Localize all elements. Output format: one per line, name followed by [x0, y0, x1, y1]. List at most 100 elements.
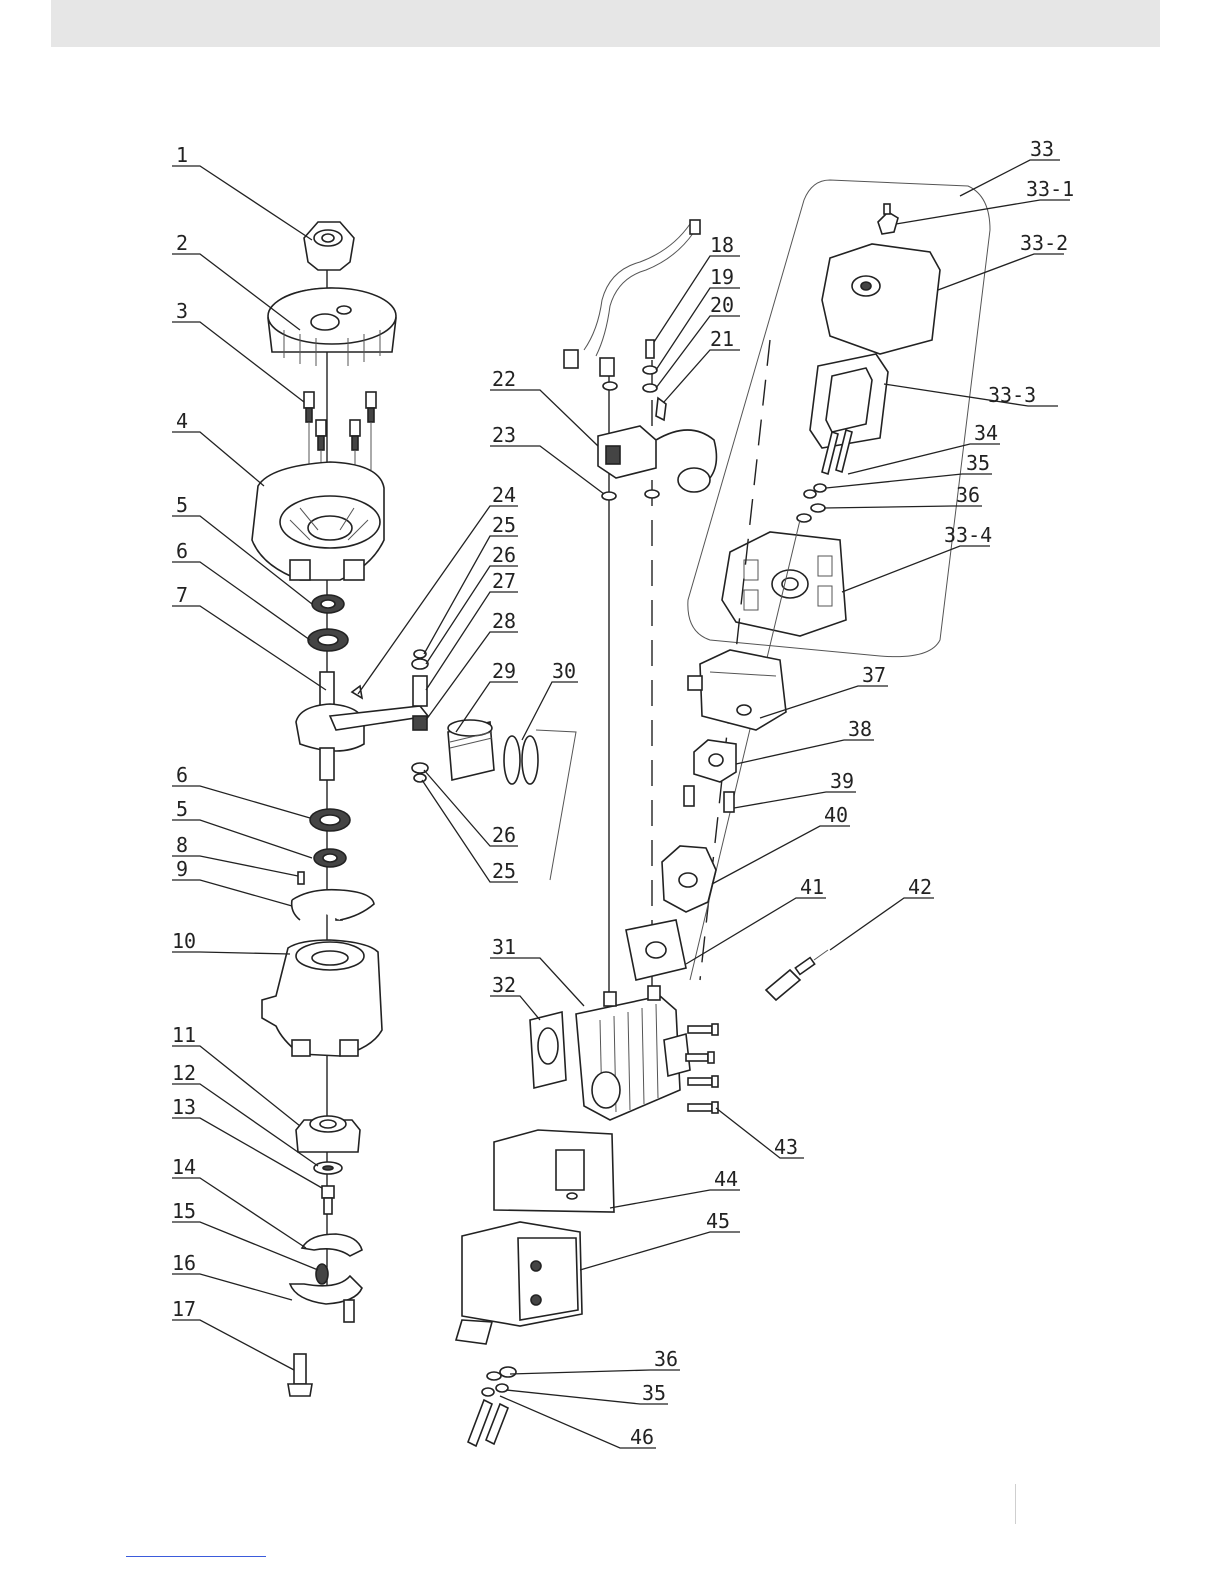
part-11-clutch-carrier [296, 1116, 360, 1152]
label-20: 20 [710, 293, 734, 317]
part-6-bearing-bottom [310, 809, 350, 831]
part-46-muffler-bolts [468, 1400, 508, 1446]
part-20-washer [603, 382, 657, 392]
label-18: 18 [710, 233, 734, 257]
part-43-cylinder-bolts [686, 1024, 718, 1113]
part-41-insulator-gasket [626, 920, 686, 980]
label-45: 45 [706, 1209, 730, 1233]
label-7: 7 [176, 583, 188, 607]
label-6-lower: 6 [176, 763, 188, 787]
part-26-washer-top [412, 659, 428, 669]
part-13-bolt [322, 1186, 334, 1214]
label-26: 26 [492, 543, 516, 567]
part-23-washers [602, 490, 659, 500]
part-24-woodruff-key [352, 686, 362, 698]
part-45-muffler [456, 1222, 582, 1344]
label-33-3: 33-3 [988, 383, 1036, 407]
label-46: 46 [630, 1425, 654, 1449]
label-33-2: 33-2 [1020, 231, 1068, 255]
part-31-cylinder [576, 986, 690, 1120]
label-31: 31 [492, 935, 516, 959]
part-6-bearing-top [308, 629, 348, 651]
part-33-1-filter-knob [878, 204, 898, 234]
label-14: 14 [172, 1155, 196, 1179]
label-30: 30 [552, 659, 576, 683]
part-33-4-filter-base [722, 532, 846, 636]
part-29-piston [448, 720, 494, 780]
part-16-clutch-shoe-lower [290, 1276, 362, 1322]
label-32: 32 [492, 973, 516, 997]
label-33-1: 33-1 [1026, 177, 1074, 201]
part-17-shoulder-bolt [288, 1354, 312, 1396]
label-6: 6 [176, 539, 188, 563]
label-15: 15 [172, 1199, 196, 1223]
label-23: 23 [492, 423, 516, 447]
part-25-circlip-bottom [414, 774, 426, 782]
part-5-seal-bottom [314, 849, 346, 867]
label-26-lower: 26 [492, 823, 516, 847]
part-44-heat-shield [494, 1130, 614, 1212]
page-margin-mark [1015, 1484, 1016, 1524]
label-38: 38 [848, 717, 872, 741]
label-28: 28 [492, 609, 516, 633]
label-19: 19 [710, 265, 734, 289]
part-9-crankcase-gasket [292, 890, 374, 920]
part-5-seal-top [312, 595, 344, 613]
label-33: 33 [1030, 137, 1054, 161]
label-35: 35 [966, 451, 990, 475]
part-27-piston-pin [413, 676, 427, 706]
label-12: 12 [172, 1061, 196, 1085]
label-13: 13 [172, 1095, 196, 1119]
label-17: 17 [172, 1297, 196, 1321]
label-8: 8 [176, 833, 188, 857]
label-43: 43 [774, 1135, 798, 1159]
part-2-flywheel [268, 288, 396, 366]
part-32-cylinder-gasket [530, 1012, 566, 1088]
label-35-lower: 35 [642, 1381, 666, 1405]
label-9: 9 [176, 857, 188, 881]
label-4: 4 [176, 409, 188, 433]
part-14-clutch-shoe [302, 1234, 362, 1256]
label-3: 3 [176, 299, 188, 323]
label-41: 41 [800, 875, 824, 899]
label-16: 16 [172, 1251, 196, 1275]
part-28-needle-bearing [413, 716, 427, 730]
footer-rule [126, 1556, 266, 1557]
label-36-lower: 36 [654, 1347, 678, 1371]
ring-guide-line [536, 730, 576, 880]
part-40-intake-insulator [662, 846, 716, 912]
label-42: 42 [908, 875, 932, 899]
label-10: 10 [172, 929, 196, 953]
part-42-spark-plug [766, 950, 828, 1000]
part-35-lock-washer-filter [804, 484, 826, 498]
label-39: 39 [830, 769, 854, 793]
label-29: 29 [492, 659, 516, 683]
part-35-lock-washer-muffler [482, 1384, 508, 1396]
label-2: 2 [176, 231, 188, 255]
label-5-lower: 5 [176, 797, 188, 821]
label-34: 34 [974, 421, 998, 445]
label-1: 1 [176, 143, 188, 167]
part-4-fan-housing [252, 462, 384, 580]
part-37-carburetor [688, 650, 786, 730]
part-15-clutch-spring [316, 1264, 328, 1284]
part-38-carb-gasket [694, 740, 736, 782]
callout-leaders [172, 160, 1070, 1448]
label-21: 21 [710, 327, 734, 351]
part-19-washer [643, 366, 657, 374]
label-27: 27 [492, 569, 516, 593]
part-10-crankcase [262, 940, 382, 1056]
part-30-piston-rings [504, 736, 538, 784]
part-39-screws [684, 786, 734, 812]
label-24: 24 [492, 483, 516, 507]
part-33-2-filter-cover [822, 244, 940, 354]
label-36: 36 [956, 483, 980, 507]
label-22: 22 [492, 367, 516, 391]
part-12-washer [314, 1162, 342, 1174]
label-40: 40 [824, 803, 848, 827]
part-36-washer-filter [797, 504, 825, 522]
part-18-screw [646, 340, 654, 358]
label-33-4: 33-4 [944, 523, 992, 547]
label-25: 25 [492, 513, 516, 537]
